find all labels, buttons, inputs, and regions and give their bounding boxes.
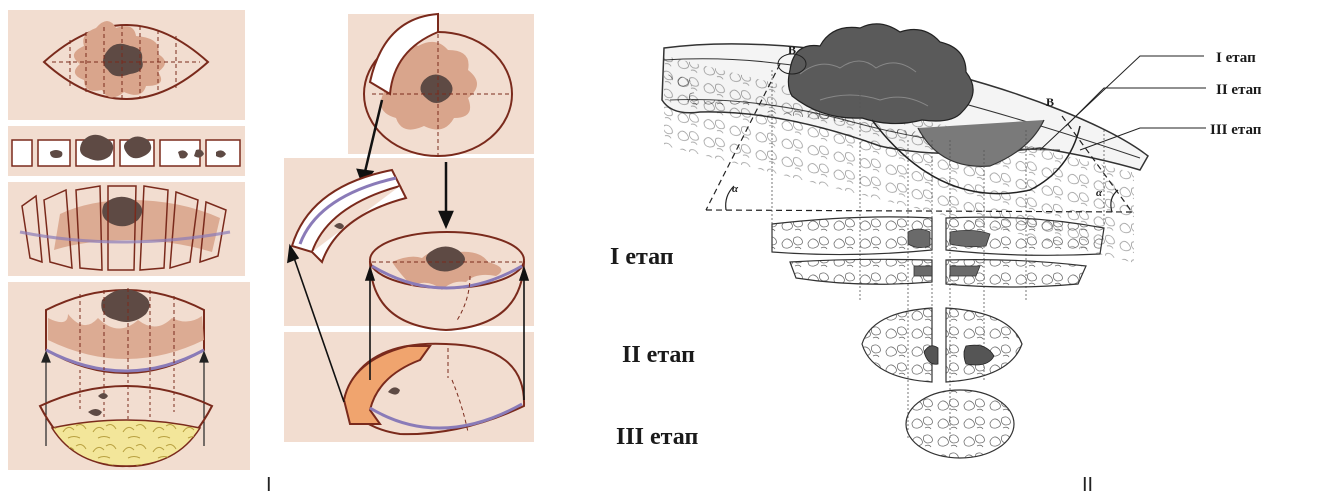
- caption-panel-1: I: [266, 474, 272, 497]
- point-label-b-left: B: [788, 43, 796, 57]
- panel-1a-ellipse-specimen: [8, 10, 245, 120]
- stage-label-2: II етап: [622, 342, 695, 368]
- callout-stage-2: II етап: [1216, 82, 1262, 98]
- panel-1b-slices-row: [8, 126, 245, 176]
- stage-label-1: I етап: [610, 244, 674, 270]
- panel-1-hemisphere-schematic: [284, 14, 534, 442]
- angle-label-right: α: [1096, 187, 1103, 199]
- caption-panel-2: II: [1082, 474, 1093, 497]
- callout-stage-3: III етап: [1210, 122, 1262, 138]
- point-label-b-right: B: [1046, 95, 1054, 109]
- stage-1-slabs: [772, 217, 1104, 287]
- stage-label-3: III етап: [616, 424, 698, 450]
- stage-3-oval: [906, 390, 1014, 458]
- panel-1-stack: [8, 10, 250, 470]
- panel-1d-lens-with-fat: [8, 282, 250, 470]
- panel-1c-radial-slices: [8, 182, 245, 276]
- callout-stage-1: I етап: [1216, 50, 1256, 66]
- stage-2-ovals: [862, 308, 1022, 382]
- panel-2-sketch: α α B B I етап II етап III етап: [610, 24, 1262, 458]
- angle-label-left: α: [732, 183, 739, 195]
- tumour-mass: [788, 24, 973, 124]
